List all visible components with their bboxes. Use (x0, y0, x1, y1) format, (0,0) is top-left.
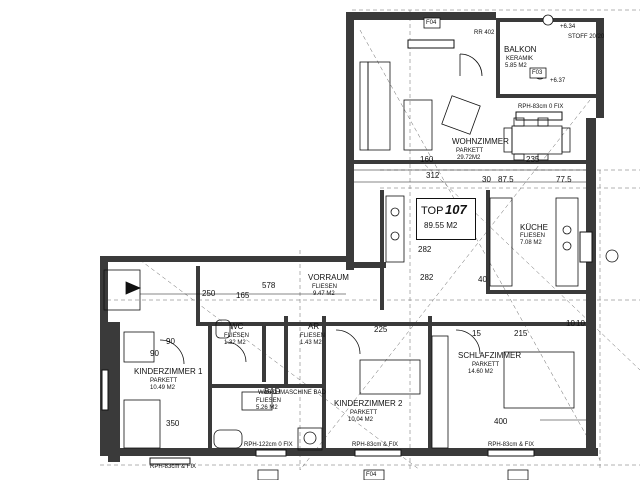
room-material-schlafzimmer: PARKETT (472, 362, 500, 368)
room-area-balkon: 5.85 M2 (505, 63, 527, 69)
marker-f03: F03 (532, 70, 543, 76)
room-name-schlafzimmer: SCHLAFZIMMER (458, 351, 522, 360)
dim-312: 312 (426, 171, 440, 180)
room-material-kueche: FLIESEN (520, 233, 546, 239)
dimension-lines (140, 169, 586, 421)
dim-90-b: 90 (150, 349, 159, 358)
room-area-kueche: 7.08 M2 (520, 240, 542, 246)
room-area-bad: 5.26 M2 (256, 405, 278, 411)
dim-90-a: 90 (166, 337, 175, 346)
living-room-furniture (359, 53, 571, 161)
room-name-wohnzimmer: WOHNZIMMER (452, 137, 509, 146)
dim-40: 40 (478, 275, 487, 284)
note-install: WASCHMASCHINE BAD (258, 390, 326, 396)
note-window-b3: RPH-83cm & FIX (488, 442, 535, 448)
windows (101, 39, 593, 465)
kitchen-furniture (385, 195, 579, 287)
apartment-label-box (416, 198, 476, 240)
room-area-ar: 1.43 M2 (300, 340, 322, 346)
room-material-wc: FLIESEN (224, 333, 250, 339)
dim-10-b: 10 (576, 319, 585, 328)
walls (100, 12, 604, 462)
dim-350: 350 (166, 419, 180, 428)
note-stoff: STOFF 20/20 (568, 34, 605, 40)
dim-30: 30 (482, 175, 491, 184)
dim-77-5: 77.5 (556, 175, 572, 184)
dim-235: 235 (526, 155, 540, 164)
room-material-wohnzimmer: PARKETT (456, 148, 484, 154)
room-name-balkon: BALKON (504, 45, 537, 54)
room-material-vorraum: FLIESEN (312, 284, 338, 290)
room-name-ar: AR (308, 322, 320, 331)
room-area-vorraum: 9.47 M2 (313, 291, 335, 297)
apartment-area: 89.55 M2 (424, 221, 458, 230)
dim-578: 578 (262, 281, 276, 290)
note-window-b1: RPH-122cm 0 FIX (244, 442, 293, 448)
room-area-wohnzimmer: 29.72M2 (457, 155, 481, 161)
dim-400: 400 (494, 417, 508, 426)
room-material-balkon: KERAMIK (506, 56, 534, 62)
note-window-b2: RPH-83cm & FIX (352, 442, 399, 448)
dim-15: 15 (472, 329, 481, 338)
room-material-ar: FLIESEN (300, 333, 326, 339)
marker-f04-bottom: F04 (366, 472, 377, 478)
dim-225: 225 (374, 325, 388, 334)
room-area-wc: 1.32 M2 (224, 340, 246, 346)
room-name-kueche: KÜCHE (520, 223, 549, 232)
room-material-bad: FLIESEN (256, 398, 282, 404)
note-window-b4: RPH-83cm & FIX (150, 464, 197, 470)
marker-f04-top: F04 (426, 20, 437, 26)
note-level-mid: +6.37 (550, 78, 566, 84)
note-window-top: RPH-83cm 0 FIX (518, 104, 564, 110)
room-name-wc: WC (230, 322, 244, 331)
room-area-kinderzimmer-2: 10.04 M2 (348, 417, 374, 423)
note-level-top: +6.34 (560, 24, 576, 30)
room-material-kinderzimmer-1: PARKETT (150, 378, 178, 384)
room-area-kinderzimmer-1: 10.49 M2 (150, 385, 176, 391)
marker-rr: RR 402 (474, 30, 495, 36)
dim-282-b: 282 (420, 273, 434, 282)
room-name-kinderzimmer-1: KINDERZIMMER 1 (134, 367, 203, 376)
room-name-vorraum: VORRAUM (308, 273, 349, 282)
section-markers (257, 14, 619, 480)
dim-215: 215 (514, 329, 528, 338)
dim-282: 282 (418, 245, 432, 254)
dim-10: 10 (566, 319, 575, 328)
bedroom-furniture (103, 269, 575, 451)
dim-87-5: 87.5 (498, 175, 514, 184)
apartment-number: 107 (445, 202, 467, 217)
apartment-label: TOP (421, 205, 444, 217)
room-material-kinderzimmer-2: PARKETT (350, 410, 378, 416)
room-name-kinderzimmer-2: KINDERZIMMER 2 (334, 399, 403, 408)
room-name-bad: BAD (264, 387, 281, 396)
dim-160: 160 (420, 155, 434, 164)
room-area-schlafzimmer: 14.60 M2 (468, 369, 494, 375)
dim-165: 165 (236, 291, 250, 300)
dim-250: 250 (202, 289, 216, 298)
